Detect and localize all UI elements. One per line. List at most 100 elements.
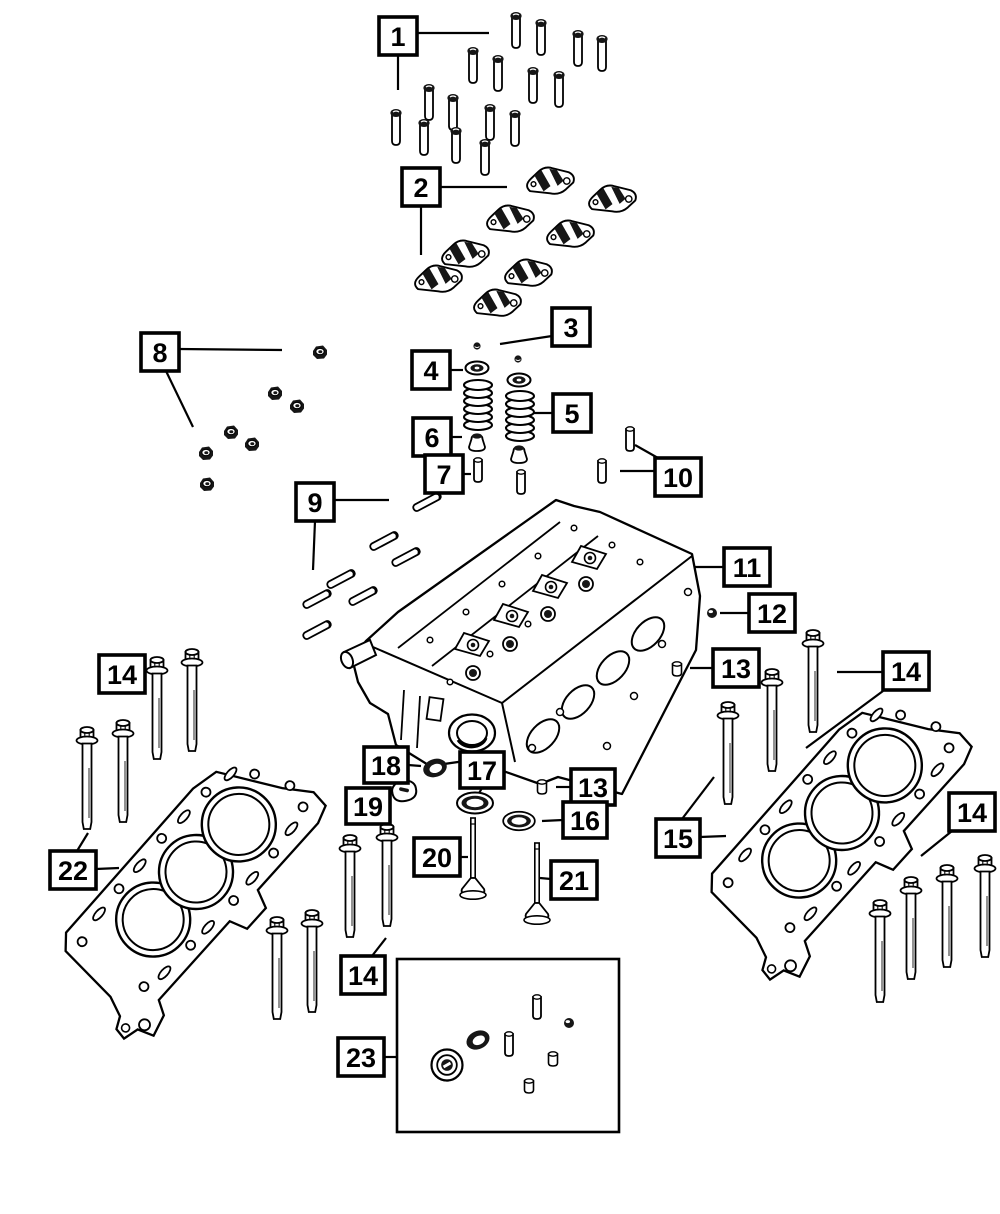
callout-6[interactable]: 6 <box>411 416 453 458</box>
callout-4-label: 4 <box>423 356 438 386</box>
cam-tower <box>570 544 608 571</box>
dowel-pin <box>368 529 400 553</box>
kit-nut <box>564 1018 574 1028</box>
callout-14-left-label: 14 <box>107 660 137 690</box>
head-bolt <box>973 854 997 958</box>
head-bolt <box>375 823 399 927</box>
rocker-arm <box>500 252 556 294</box>
deck-valve-seats <box>465 576 594 681</box>
leader-14-mid <box>371 937 387 957</box>
callout-3[interactable]: 3 <box>550 306 592 348</box>
stud-bolt <box>446 93 460 131</box>
callout-8-label: 8 <box>152 338 167 368</box>
cup-plug <box>536 778 548 795</box>
callout-14-bottom-right[interactable]: 14 <box>947 791 997 833</box>
cap-nut <box>289 398 305 414</box>
dowel-pin <box>390 545 422 569</box>
callout-17-label: 17 <box>467 756 497 786</box>
stud-bolt <box>422 83 436 121</box>
cup-plug <box>671 660 683 677</box>
callout-8[interactable]: 8 <box>139 331 181 373</box>
tappet <box>597 457 607 484</box>
cam-tower <box>492 602 530 629</box>
stud-bolt <box>595 34 609 72</box>
callouts: 1 2 3 4 5 6 7 8 9 10 <box>48 15 997 1078</box>
stud-bolt <box>571 29 585 67</box>
callout-13-upper-label: 13 <box>721 654 751 684</box>
head-bolt <box>75 726 99 830</box>
leader-14-right-b <box>805 690 884 749</box>
dowel-pin <box>325 567 357 591</box>
callout-9[interactable]: 9 <box>294 481 336 523</box>
stud-bolt <box>491 54 505 92</box>
stud-bolt <box>466 46 480 84</box>
callout-13-lower[interactable]: 13 <box>569 767 617 807</box>
cap-nut <box>198 445 214 461</box>
leader-10b <box>634 444 659 459</box>
sealing-nut <box>707 608 717 618</box>
callout-18[interactable]: 18 <box>362 745 410 785</box>
callout-22[interactable]: 22 <box>48 849 98 891</box>
leader-9b <box>311 520 317 571</box>
head-bolts-bottom-right <box>868 854 997 1003</box>
stud-bolt <box>508 109 522 147</box>
seal-kit <box>395 957 621 1134</box>
callout-4[interactable]: 4 <box>410 349 452 391</box>
head-bolt <box>868 899 892 1003</box>
callout-14-bottom-middle[interactable]: 14 <box>339 954 387 996</box>
kit-cup-plug <box>547 1051 559 1067</box>
valve-spring <box>462 378 494 432</box>
leader-15a <box>699 834 727 839</box>
stud-bolt <box>449 126 463 164</box>
callout-20[interactable]: 20 <box>412 836 462 878</box>
valve-keeper <box>472 341 482 351</box>
stud-bolt <box>509 11 523 49</box>
callout-14-bottom-middle-label: 14 <box>348 961 378 991</box>
callout-14-left[interactable]: 14 <box>97 653 147 695</box>
nuts-group <box>198 344 328 492</box>
callout-12[interactable]: 12 <box>747 592 797 634</box>
callout-11[interactable]: 11 <box>722 546 772 588</box>
tube-seal <box>456 791 494 815</box>
head-bolt <box>265 916 289 1020</box>
head-bolt <box>899 876 923 980</box>
callout-16-label: 16 <box>570 806 600 836</box>
callout-9-label: 9 <box>307 488 322 518</box>
leader-8b <box>165 370 194 428</box>
tappet <box>625 425 635 452</box>
cylinder-head <box>339 498 702 796</box>
callout-5[interactable]: 5 <box>551 392 593 434</box>
callout-23[interactable]: 23 <box>336 1036 386 1078</box>
kit-pin <box>504 1030 514 1057</box>
callout-13-upper[interactable]: 13 <box>711 647 761 689</box>
callout-16[interactable]: 16 <box>561 800 609 840</box>
callout-20-label: 20 <box>422 843 452 873</box>
stud-bolt <box>534 18 548 56</box>
callout-14-bottom-right-label: 14 <box>957 798 987 828</box>
callout-10[interactable]: 10 <box>653 456 703 498</box>
kit-cup-plug <box>523 1078 535 1094</box>
callout-2[interactable]: 2 <box>400 166 442 208</box>
rocker-arm <box>542 213 598 255</box>
rocker-arm <box>522 160 578 202</box>
cam-tower <box>453 631 491 658</box>
callout-14-right[interactable]: 14 <box>881 650 931 692</box>
cap-nut <box>244 436 260 452</box>
deck-holes <box>426 524 644 686</box>
dowel-pin <box>411 490 443 514</box>
leader-16 <box>541 818 564 823</box>
callout-17[interactable]: 17 <box>458 750 506 790</box>
dowel-pin <box>347 584 379 608</box>
cap-nut <box>223 424 239 440</box>
valve-keeper <box>513 354 523 364</box>
kit-cap-plug <box>430 1048 464 1082</box>
rocker-arm <box>469 282 525 324</box>
callout-7[interactable]: 7 <box>423 453 465 495</box>
callout-19[interactable]: 19 <box>344 786 392 826</box>
head-bolt <box>760 668 784 772</box>
callout-15[interactable]: 15 <box>654 817 702 859</box>
callout-1[interactable]: 1 <box>377 15 419 57</box>
callout-21[interactable]: 21 <box>549 859 599 901</box>
